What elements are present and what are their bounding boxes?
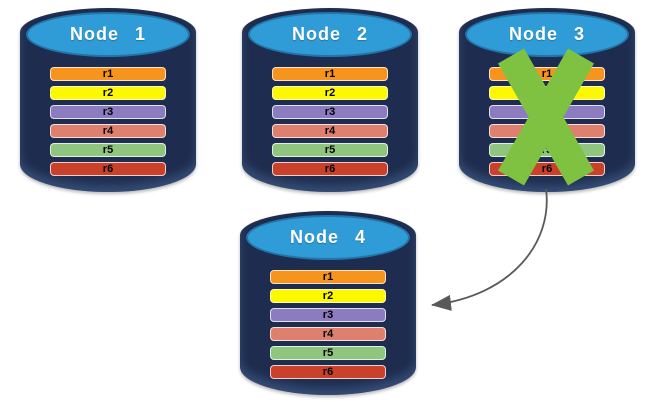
replica-bar-r6: r6 — [50, 162, 166, 176]
replica-bar-r1: r1 — [270, 270, 386, 284]
node-2: Node 2 r1 r2 r3 r4 r5 r6 — [242, 8, 418, 192]
node-1-cylinder-top: Node 1 — [26, 12, 190, 57]
node-3: Node 3 r1 r2 r3 r4 r5 r6 — [459, 8, 635, 192]
node-2-title: Node 2 — [291, 24, 368, 44]
replica-bar-r6: r6 — [272, 162, 388, 176]
replica-bar-r3: r3 — [272, 105, 388, 119]
node-4-title: Node 4 — [289, 227, 366, 247]
replica-bar-r5: r5 — [50, 143, 166, 157]
replica-bar-r5: r5 — [270, 346, 386, 360]
replica-bar-r2: r2 — [50, 86, 166, 100]
replica-bar-r5: r5 — [489, 143, 605, 157]
replica-bar-r3: r3 — [489, 105, 605, 119]
replica-bar-r2: r2 — [270, 289, 386, 303]
replica-bar-r4: r4 — [272, 124, 388, 138]
node-2-replica-stack: r1 r2 r3 r4 r5 r6 — [272, 67, 388, 176]
replica-bar-r1: r1 — [489, 67, 605, 81]
replica-bar-r4: r4 — [489, 124, 605, 138]
replica-bar-r3: r3 — [270, 308, 386, 322]
replica-bar-r6: r6 — [489, 162, 605, 176]
node-3-replica-stack: r1 r2 r3 r4 r5 r6 — [489, 67, 605, 176]
replica-bar-r2: r2 — [272, 86, 388, 100]
node-4-replica-stack: r1 r2 r3 r4 r5 r6 — [270, 270, 386, 379]
node-2-cylinder-top: Node 2 — [248, 12, 412, 57]
node-3-cylinder-top: Node 3 — [465, 12, 629, 57]
replica-bar-r6: r6 — [270, 365, 386, 379]
node-1: Node 1 r1 r2 r3 r4 r5 r6 — [20, 8, 196, 192]
node-1-replica-stack: r1 r2 r3 r4 r5 r6 — [50, 67, 166, 176]
node-4: Node 4 r1 r2 r3 r4 r5 r6 — [240, 211, 416, 395]
node-4-cylinder-top: Node 4 — [246, 215, 410, 260]
replica-bar-r1: r1 — [50, 67, 166, 81]
replica-bar-r4: r4 — [270, 327, 386, 341]
replica-bar-r5: r5 — [272, 143, 388, 157]
replica-bar-r4: r4 — [50, 124, 166, 138]
replica-bar-r3: r3 — [50, 105, 166, 119]
node-3-title: Node 3 — [508, 24, 585, 44]
node-1-title: Node 1 — [69, 24, 146, 44]
replica-bar-r2: r2 — [489, 86, 605, 100]
replica-bar-r1: r1 — [272, 67, 388, 81]
